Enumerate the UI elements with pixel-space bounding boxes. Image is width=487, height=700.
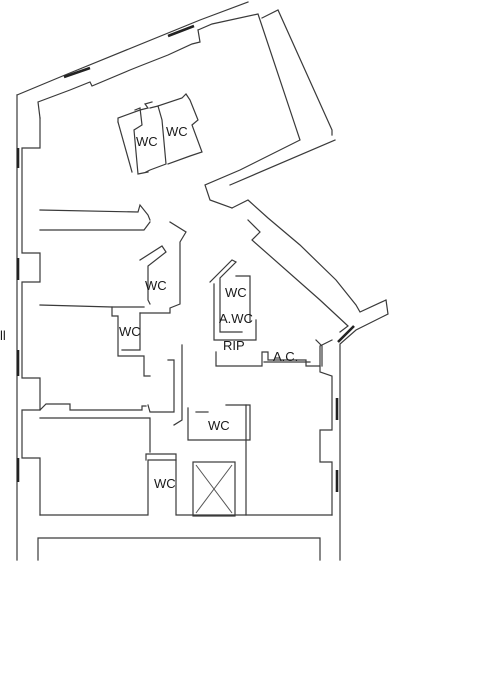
lower-room-divider-b xyxy=(39,417,151,453)
wc-small-block-inner xyxy=(121,312,141,351)
wc-center-block xyxy=(187,404,251,441)
central-corridor-wall-b xyxy=(173,344,183,426)
label-wc-middle-left: WC xyxy=(145,278,167,293)
label-rip: RIP xyxy=(223,338,245,353)
central-corridor-wall xyxy=(147,359,175,413)
label-wc-top-right: WC xyxy=(166,124,188,139)
windows xyxy=(16,24,355,492)
room-labels: WC WC WC WC A.WC WC RIP A.C. WC WC ll xyxy=(0,124,298,491)
label-awc: A.WC xyxy=(219,311,253,326)
wc-middle-left-block xyxy=(139,221,187,314)
lift-shaft xyxy=(192,461,236,517)
rip-strip xyxy=(215,351,321,367)
lower-strip xyxy=(37,537,321,561)
top-diagonal-facade-inner xyxy=(37,29,201,119)
label-wc-small: WC xyxy=(119,324,141,339)
wc-top-left-box xyxy=(117,101,153,123)
left-facade-inner xyxy=(21,117,41,516)
label-wc-center: WC xyxy=(208,418,230,433)
wc-bottom-block xyxy=(145,453,177,461)
east-diagonal-facade-a xyxy=(231,199,387,313)
top-diagonal-facade-outer xyxy=(16,1,249,96)
top-room-divider xyxy=(39,203,151,221)
window-5 xyxy=(63,66,91,79)
wc-top-right xyxy=(157,93,203,165)
mid-room-divider xyxy=(39,304,145,308)
label-ac: A.C. xyxy=(273,349,298,364)
lower-room-divider xyxy=(39,403,147,411)
top-right-wing-wall xyxy=(197,13,301,209)
label-wc-bottom: WC xyxy=(154,476,176,491)
wc-small-block xyxy=(111,306,151,377)
wc-top-left-jamb xyxy=(117,121,133,173)
label-wc-upper-right: WC xyxy=(225,285,247,300)
awc-inner xyxy=(213,283,257,341)
awc-outer xyxy=(209,259,243,333)
outer-walls xyxy=(16,1,389,561)
wc-upper-right xyxy=(235,275,251,323)
east-diagonal-facade-b xyxy=(247,219,349,333)
window-7 xyxy=(337,325,355,343)
east-diagonal-facade-outer xyxy=(229,139,336,186)
east-diagonal-facade-c xyxy=(339,299,389,561)
mid-room-divider-upper xyxy=(39,221,151,231)
wc-top-center xyxy=(145,105,167,173)
wc-middle-left-inner xyxy=(139,245,167,305)
lift-cross-b xyxy=(195,464,233,514)
right-facade-inner xyxy=(319,339,333,516)
top-right-wing-outer xyxy=(261,9,333,136)
wc-top-block xyxy=(133,107,149,175)
interior-walls xyxy=(39,93,323,517)
label-wc-top-left: WC xyxy=(136,134,158,149)
left-edge-mark: ll xyxy=(0,328,6,343)
right-jamb xyxy=(315,339,323,367)
window-6 xyxy=(167,24,195,38)
